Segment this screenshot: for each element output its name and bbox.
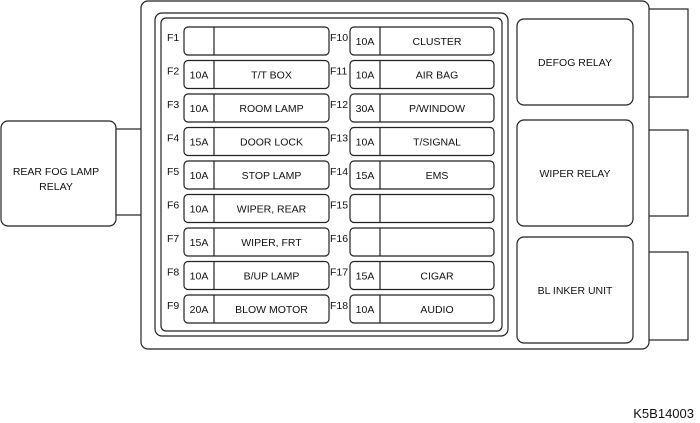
fuse-amperage: 10A — [356, 36, 375, 48]
fuse-f18: F18 10A AUDIO — [330, 294, 495, 324]
fuse-id: F16 — [330, 233, 348, 245]
fuse-circuit-name: CIGAR — [420, 271, 454, 283]
fuse-id: F12 — [330, 99, 348, 111]
right-connector-tabs — [647, 8, 689, 341]
fuse-circuit-name: WIPER, FRT — [241, 237, 302, 249]
fuse-f12: F12 30A P/WINDOW — [330, 93, 495, 123]
defog-relay-label: DEFOG RELAY — [538, 57, 612, 69]
fuse-amperage: 10A — [356, 137, 375, 149]
fuse-f9: F9 20A BLOW MOTOR — [167, 294, 330, 324]
fuse-f16: F16 — [330, 227, 495, 257]
fuse-id: F7 — [167, 233, 179, 245]
fuse-id: F10 — [330, 32, 348, 44]
fuse-id: F14 — [330, 166, 348, 178]
fuse-circuit-name: EMS — [426, 170, 449, 182]
fuse-amperage: 10A — [356, 70, 375, 82]
fuse-amperage: 20A — [190, 304, 209, 316]
fuse-f13: F13 10A T/SIGNAL — [330, 126, 495, 157]
fuse-f14: F14 15A EMS — [330, 160, 495, 190]
wiper-relay: WIPER RELAY — [516, 119, 634, 227]
figure-code: K5B14003 — [633, 406, 694, 421]
fuse-amperage: 10A — [190, 70, 209, 82]
fuse-f3: F3 10A ROOM LAMP — [167, 93, 330, 123]
fuse-f6: F6 10A WIPER, REAR — [167, 193, 330, 224]
fuse-f1: F1 — [167, 26, 330, 56]
fuse-circuit-name: B/UP LAMP — [244, 271, 300, 283]
fuse-circuit-name: T/T BOX — [251, 70, 292, 82]
fuse-slot — [183, 260, 330, 291]
fuse-slot — [349, 26, 495, 56]
fuse-circuit-name: BLOW MOTOR — [235, 304, 308, 316]
blinker-unit-label: BL INKER UNIT — [538, 285, 613, 297]
rear-fog-lamp-relay-label-1: REAR FOG LAMP — [13, 166, 99, 178]
fuse-id: F17 — [330, 267, 348, 279]
fuse-id: F18 — [330, 300, 348, 312]
fuse-f15: F15 — [330, 193, 495, 224]
fuse-circuit-name: STOP LAMP — [242, 170, 302, 182]
fuse-circuit-name: ROOM LAMP — [239, 103, 303, 115]
fuse-slot — [183, 227, 330, 257]
fuse-id: F11 — [330, 66, 347, 78]
fuse-id: F3 — [167, 99, 179, 111]
fuse-id: F5 — [167, 166, 179, 178]
fuse-amperage: 10A — [356, 304, 375, 316]
rear-fog-lamp-relay-label-2: RELAY — [39, 181, 73, 193]
fuse-slot — [349, 93, 495, 123]
fuse-f2: F2 10A T/T BOX — [167, 59, 330, 90]
fuse-slot — [349, 260, 495, 291]
fuse-circuit-name: P/WINDOW — [409, 103, 465, 115]
fuse-id: F6 — [167, 200, 179, 212]
fuse-f11: F11 10A AIR BAG — [330, 59, 495, 90]
fuse-column-right: F10 10A CLUSTER F11 10A AIR BAG F12 30A P/WINDOW… — [330, 26, 495, 324]
fuse-slot — [349, 193, 495, 224]
fuse-f7: F7 15A WIPER, FRT — [167, 227, 330, 257]
fuse-slot — [183, 160, 330, 190]
fuse-slot — [349, 59, 495, 90]
fuse-circuit-name: WIPER, REAR — [237, 204, 307, 216]
fuse-amperage: 15A — [190, 237, 209, 249]
fuse-amperage: 15A — [356, 170, 375, 182]
fuse-amperage: 15A — [190, 137, 209, 149]
fuse-circuit-name: T/SIGNAL — [413, 137, 461, 149]
fuse-amperage: 10A — [190, 204, 209, 216]
fuse-slot — [349, 160, 495, 190]
fuse-id: F8 — [167, 267, 179, 279]
wiper-relay-label: WIPER RELAY — [540, 168, 611, 180]
fuse-amperage: 10A — [190, 170, 209, 182]
fuse-amperage: 10A — [190, 103, 209, 115]
fuse-f8: F8 10A B/UP LAMP — [167, 260, 330, 291]
fuse-id: F13 — [330, 133, 348, 145]
fuse-slot — [183, 126, 330, 157]
blinker-unit: BL INKER UNIT — [516, 236, 634, 344]
fuse-circuit-name: CLUSTER — [412, 36, 461, 48]
fuse-f4: F4 15A DOOR LOCK — [167, 126, 330, 157]
fuse-amperage: 10A — [190, 271, 209, 283]
fuse-slot — [349, 126, 495, 157]
fuse-id: F9 — [167, 300, 179, 312]
fuse-id: F1 — [167, 32, 179, 44]
fuse-circuit-name: DOOR LOCK — [240, 137, 303, 149]
fuse-f17: F17 15A CIGAR — [330, 260, 495, 291]
fuse-slot — [183, 93, 330, 123]
fuse-slot — [183, 59, 330, 90]
fuse-amperage: 15A — [356, 271, 375, 283]
fuse-id: F15 — [330, 200, 348, 212]
fuse-id: F4 — [167, 133, 179, 145]
rear-fog-lamp-relay: REAR FOG LAMP RELAY — [0, 120, 143, 227]
fuse-circuit-name: AUDIO — [420, 304, 453, 316]
fuse-slot — [183, 193, 330, 224]
fuse-slot — [349, 227, 495, 257]
fuse-id: F2 — [167, 66, 179, 78]
fuse-f10: F10 10A CLUSTER — [330, 26, 495, 56]
fuse-slot — [183, 294, 330, 324]
fuse-slot — [349, 294, 495, 324]
fuse-slot — [183, 26, 330, 56]
fuse-f5: F5 10A STOP LAMP — [167, 160, 330, 190]
fuse-amperage: 30A — [356, 103, 375, 115]
fuse-circuit-name: AIR BAG — [416, 70, 459, 82]
defog-relay: DEFOG RELAY — [516, 18, 634, 106]
